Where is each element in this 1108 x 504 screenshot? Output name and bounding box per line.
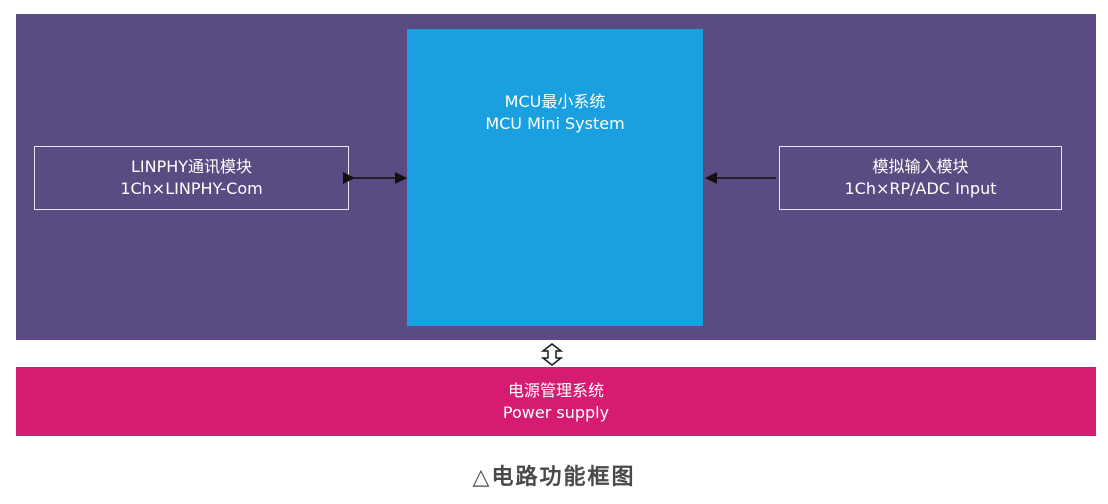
mcu-title-cn: MCU最小系统: [504, 91, 606, 111]
power-supply-block: 电源管理系统 Power supply: [16, 367, 1096, 436]
lin-module-title-cn: LINPHY通讯模块: [130, 157, 253, 176]
power-title-cn: 电源管理系统: [507, 380, 604, 400]
analog-module-title-cn: 模拟输入模块: [872, 157, 969, 176]
analog-module-title-en: 1Ch×RP/ADC Input: [844, 179, 997, 198]
mcu-mini-system-block: MCU最小系统 MCU Mini System: [407, 29, 703, 326]
power-link-double-arrow: [540, 343, 564, 366]
figure-caption: △电路功能框图: [472, 465, 636, 490]
analog-input-module: 模拟输入模块 1Ch×RP/ADC Input: [779, 146, 1062, 210]
lin-module-title-en: 1Ch×LINPHY-Com: [120, 179, 263, 198]
mcu-title-en: MCU Mini System: [485, 113, 625, 133]
power-title-en: Power supply: [502, 402, 610, 422]
lin-communication-module: LINPHY通讯模块 1Ch×LINPHY-Com: [34, 146, 349, 210]
